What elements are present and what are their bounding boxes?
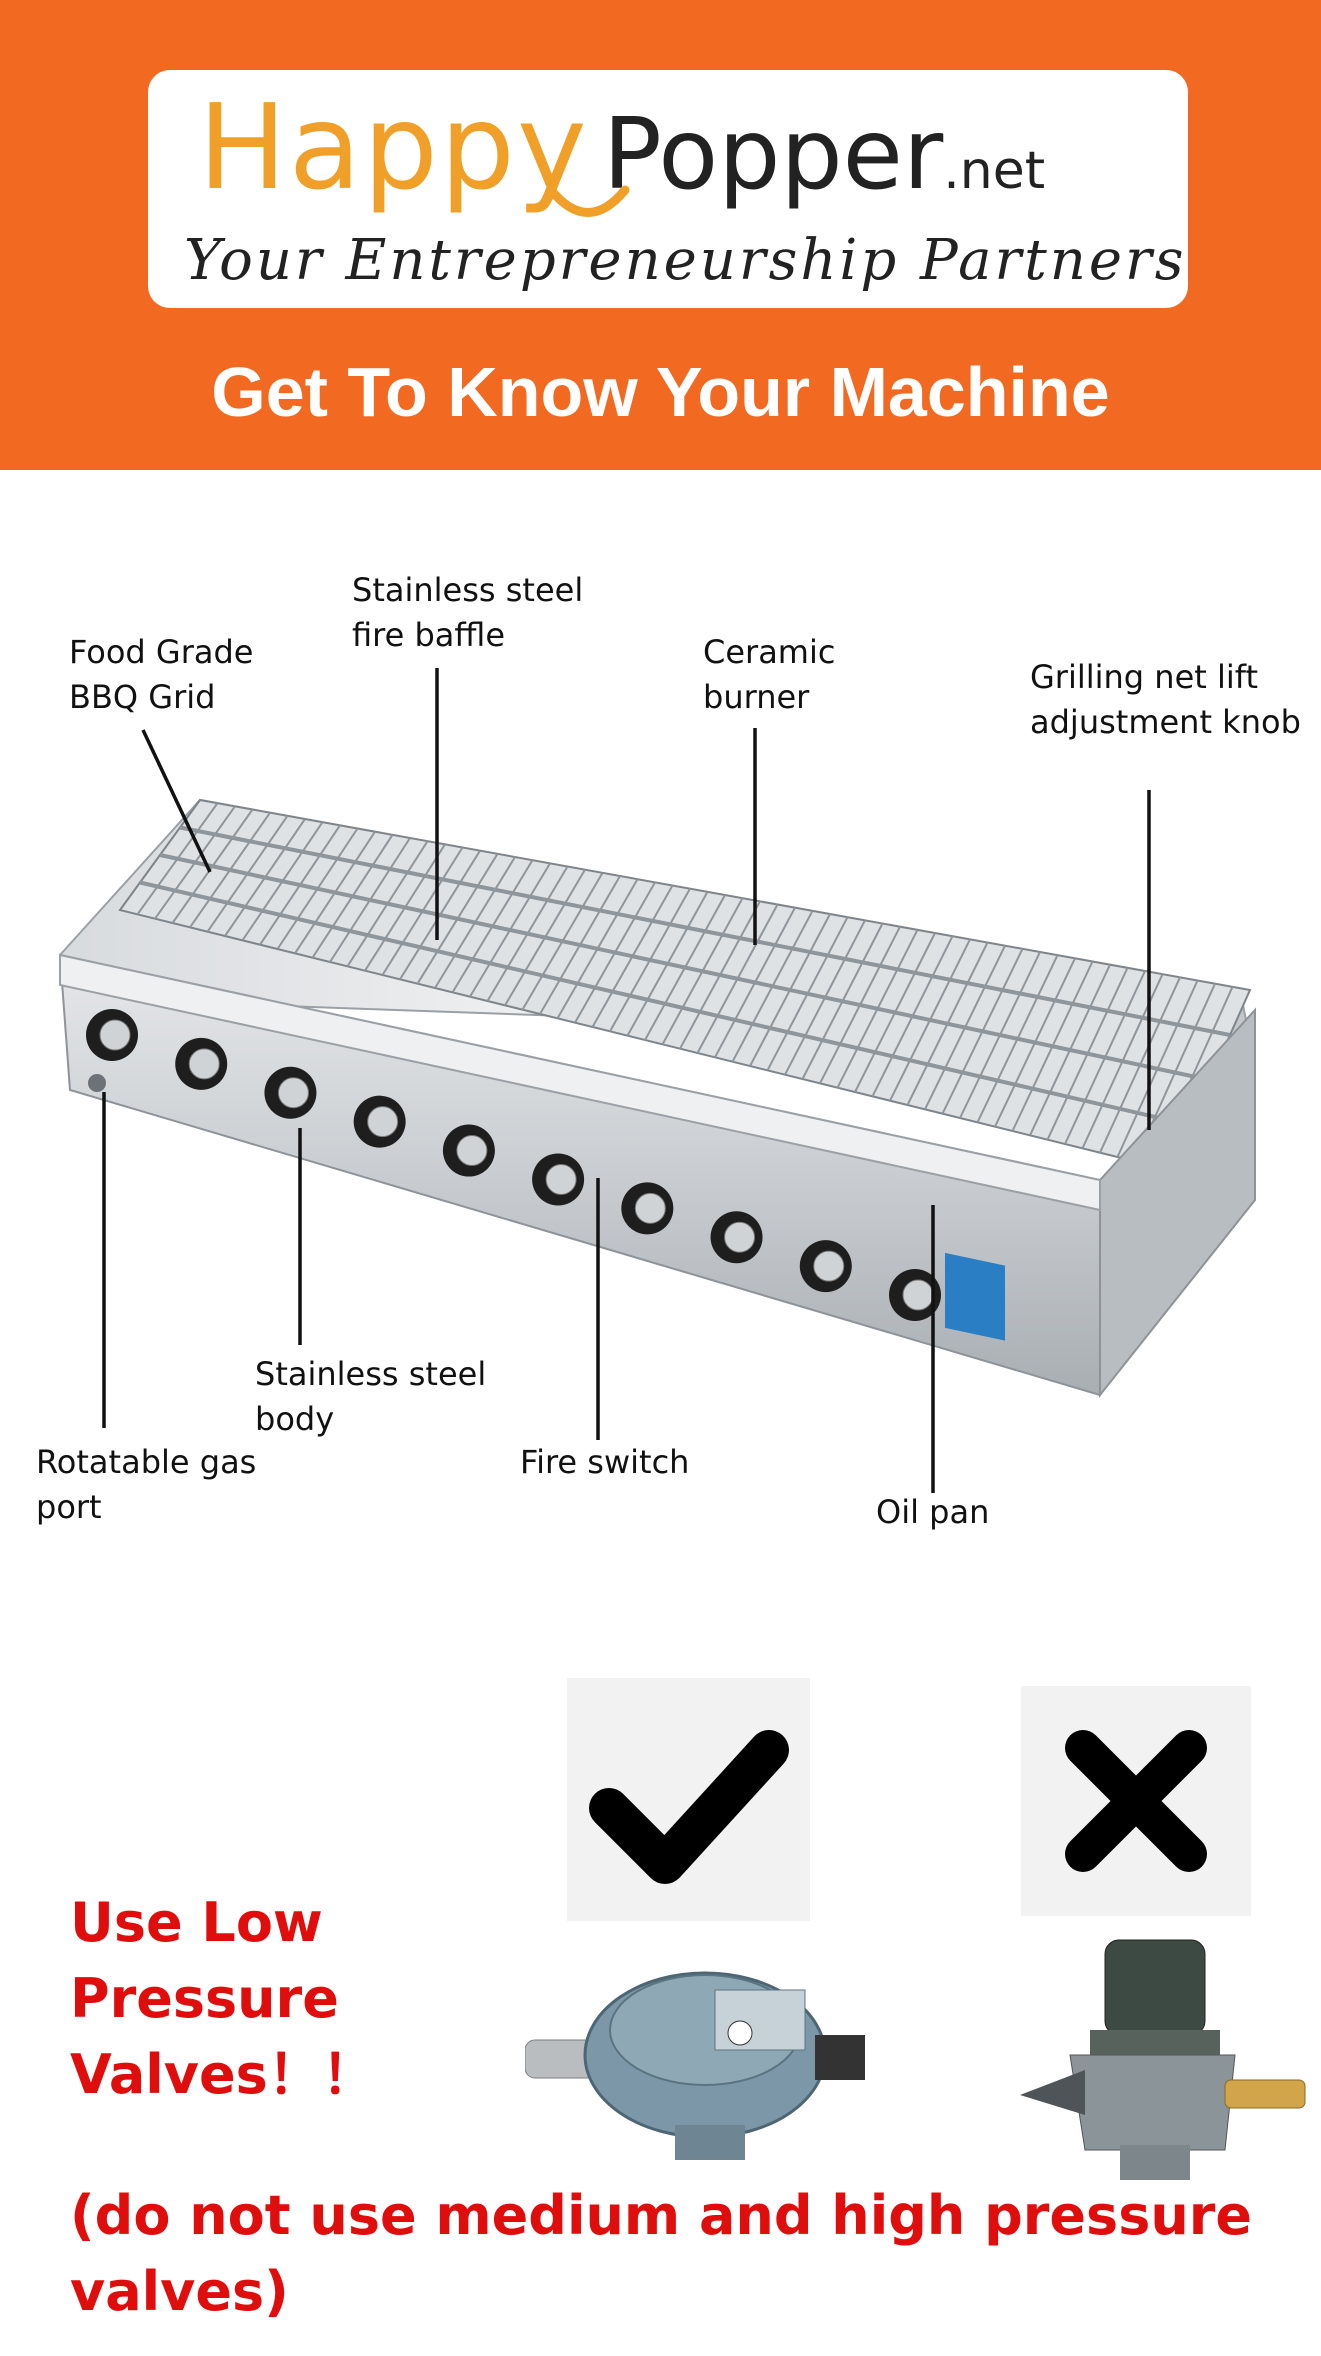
logo-net-text: .net <box>943 141 1046 201</box>
gas-port <box>88 1074 106 1092</box>
brand-sticker <box>945 1252 1005 1341</box>
label-line: body <box>255 1400 335 1438</box>
burner-knob <box>86 1009 138 1061</box>
cross-panel <box>1021 1686 1251 1916</box>
label-steel-body: Stainless steel body <box>255 1352 486 1442</box>
label-line: burner <box>703 678 810 716</box>
check-icon <box>589 1730 789 1884</box>
low-pressure-warning: Use Low Pressure Valves！！ <box>70 1891 376 2106</box>
leader-lines <box>102 668 1151 1493</box>
grid-rail <box>139 880 1191 1127</box>
burner-knob <box>442 1124 495 1177</box>
logo-happy-text: Happy <box>198 78 589 216</box>
label-oil-pan: Oil pan <box>876 1493 990 1531</box>
burner-knob <box>264 1066 317 1119</box>
label-gas-port: Rotatable gas port <box>36 1440 256 1530</box>
logo-popper-text: Popper <box>602 98 944 212</box>
logo-smile-icon <box>546 185 630 217</box>
burner-knob <box>889 1269 941 1321</box>
label-line: Food Grade <box>69 633 254 671</box>
grill-diagram <box>58 668 1256 1493</box>
label-line: BBQ Grid <box>69 678 216 716</box>
grid-rail <box>159 853 1211 1082</box>
burner-knob <box>799 1240 852 1293</box>
label-lift-knob: Grilling net lift adjustment knob <box>1030 655 1301 745</box>
label-line: port <box>36 1488 102 1526</box>
label-food-grade-grid: Food Grade BBQ Grid <box>69 630 253 720</box>
low-pressure-valve-image <box>525 1971 865 2160</box>
burner-knobs <box>86 1009 941 1321</box>
tagline: Your Entrepreneurship Partners <box>184 228 1187 293</box>
label-fire-switch: Fire switch <box>520 1443 690 1481</box>
burner-knob <box>353 1095 406 1148</box>
check-panel <box>567 1678 810 1921</box>
grid-rail <box>179 825 1231 1037</box>
label-ceramic-burner: Ceramic burner <box>703 630 835 720</box>
burner-knob <box>710 1211 763 1264</box>
page-title: Get To Know Your Machine <box>211 353 1110 431</box>
label-line: adjustment knob <box>1030 703 1301 741</box>
label-line: Stainless steel <box>352 571 584 609</box>
burner-knob <box>532 1153 585 1206</box>
label-line: Ceramic <box>703 633 836 671</box>
cross-icon <box>1065 1730 1207 1872</box>
label-line: Rotatable gas <box>36 1443 257 1481</box>
label-fire-baffle: Stainless steel fire baffle <box>352 568 583 658</box>
label-line: Grilling net lift <box>1030 658 1258 696</box>
pressure-caution-note: (do not use medium and high pressure val… <box>70 2184 1253 2323</box>
burner-knob <box>621 1182 674 1235</box>
label-line: Stainless steel <box>255 1355 487 1393</box>
oil-pan <box>59 953 1101 1212</box>
grill-side <box>1099 1007 1256 1398</box>
burner-knob <box>175 1037 228 1090</box>
high-pressure-valve-image <box>1020 1939 1306 2180</box>
label-line: fire baffle <box>352 616 506 654</box>
